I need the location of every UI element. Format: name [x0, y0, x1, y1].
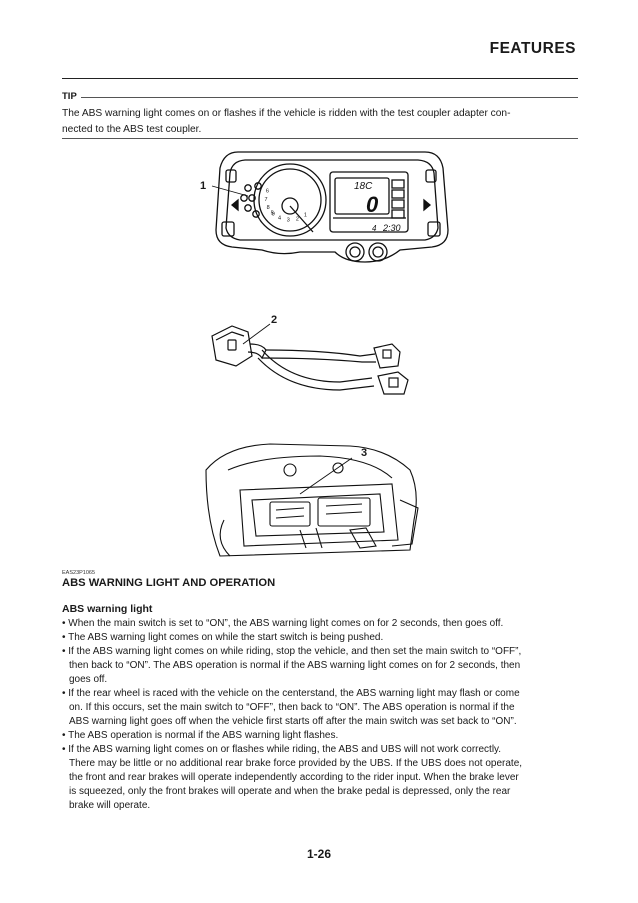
- callout-3: 3: [361, 447, 368, 459]
- bullet-line: goes off.: [69, 674, 108, 685]
- rpm-tick-label: 2: [296, 217, 299, 223]
- bullet-line: • If the rear wheel is raced with the ve…: [62, 688, 520, 699]
- bullet-line: • When the main switch is set to “ON”, t…: [62, 618, 504, 629]
- rpm-tick-label: 7: [264, 197, 267, 203]
- rpm-tick-label: 5: [271, 211, 274, 217]
- bullet-line: is squeezed, only the front brakes will …: [69, 786, 511, 797]
- tip-text: The ABS warning light comes on or flashe…: [62, 106, 578, 137]
- header-rule: [62, 78, 578, 79]
- bullet-line: then back to “ON”. The ABS operation is …: [69, 660, 521, 671]
- bullet-line: • The ABS operation is normal if the ABS…: [62, 730, 339, 741]
- rpm-tick-label: 6: [266, 189, 269, 195]
- rpm-tick-label: 1: [304, 213, 307, 219]
- bullet-line: There may be little or no additional rea…: [69, 758, 523, 769]
- vehicle-underseat-illustration: [205, 443, 419, 557]
- callout-2: 2: [271, 314, 278, 326]
- bullet-list: • When the main switch is set to “ON”, t…: [62, 617, 582, 813]
- section-code: EAS23P1065: [62, 570, 96, 576]
- tip-bottom-rule: [62, 138, 578, 139]
- bullet-line: on. If this occurs, set the main switch …: [69, 702, 515, 713]
- meter-gear-readout: 0: [366, 192, 379, 217]
- meter-gear-pos-readout: 4: [372, 224, 377, 233]
- meter-temp-readout: 18C: [354, 181, 373, 192]
- rpm-tick-label: 8: [267, 205, 270, 211]
- tip-line: The ABS warning light comes on or flashe…: [62, 108, 511, 119]
- tip-line: nected to the ABS test coupler.: [62, 123, 202, 135]
- bullet-line: • The ABS warning light comes on while t…: [62, 632, 384, 643]
- test-coupler-adapter-illustration: [211, 323, 409, 395]
- callout-1: 1: [200, 180, 207, 192]
- bullet-line: • If the ABS warning light comes on whil…: [62, 646, 522, 657]
- rpm-tick-label: 9: [272, 212, 275, 218]
- section-title: ABS WARNING LIGHT AND OPERATION: [62, 577, 276, 589]
- bullet-line: • If the ABS warning light comes on or f…: [62, 744, 502, 755]
- tip-label: TIP: [62, 91, 81, 102]
- bullet-line: brake will operate.: [69, 800, 151, 811]
- bullet-line: the front and rear brakes will operate i…: [69, 772, 519, 783]
- meter-assembly-illustration: [211, 151, 449, 263]
- page-header-title: FEATURES: [489, 40, 576, 57]
- rpm-tick-label: 3: [287, 218, 290, 224]
- page-number: 1-26: [306, 847, 332, 861]
- bullet-line: ABS warning light goes off when the vehi…: [69, 716, 517, 727]
- rpm-tick-label: 4: [278, 215, 281, 221]
- subsection-title: ABS warning light: [62, 603, 153, 615]
- meter-clock-readout: 2:30: [382, 223, 401, 233]
- tip-rule: [62, 97, 578, 98]
